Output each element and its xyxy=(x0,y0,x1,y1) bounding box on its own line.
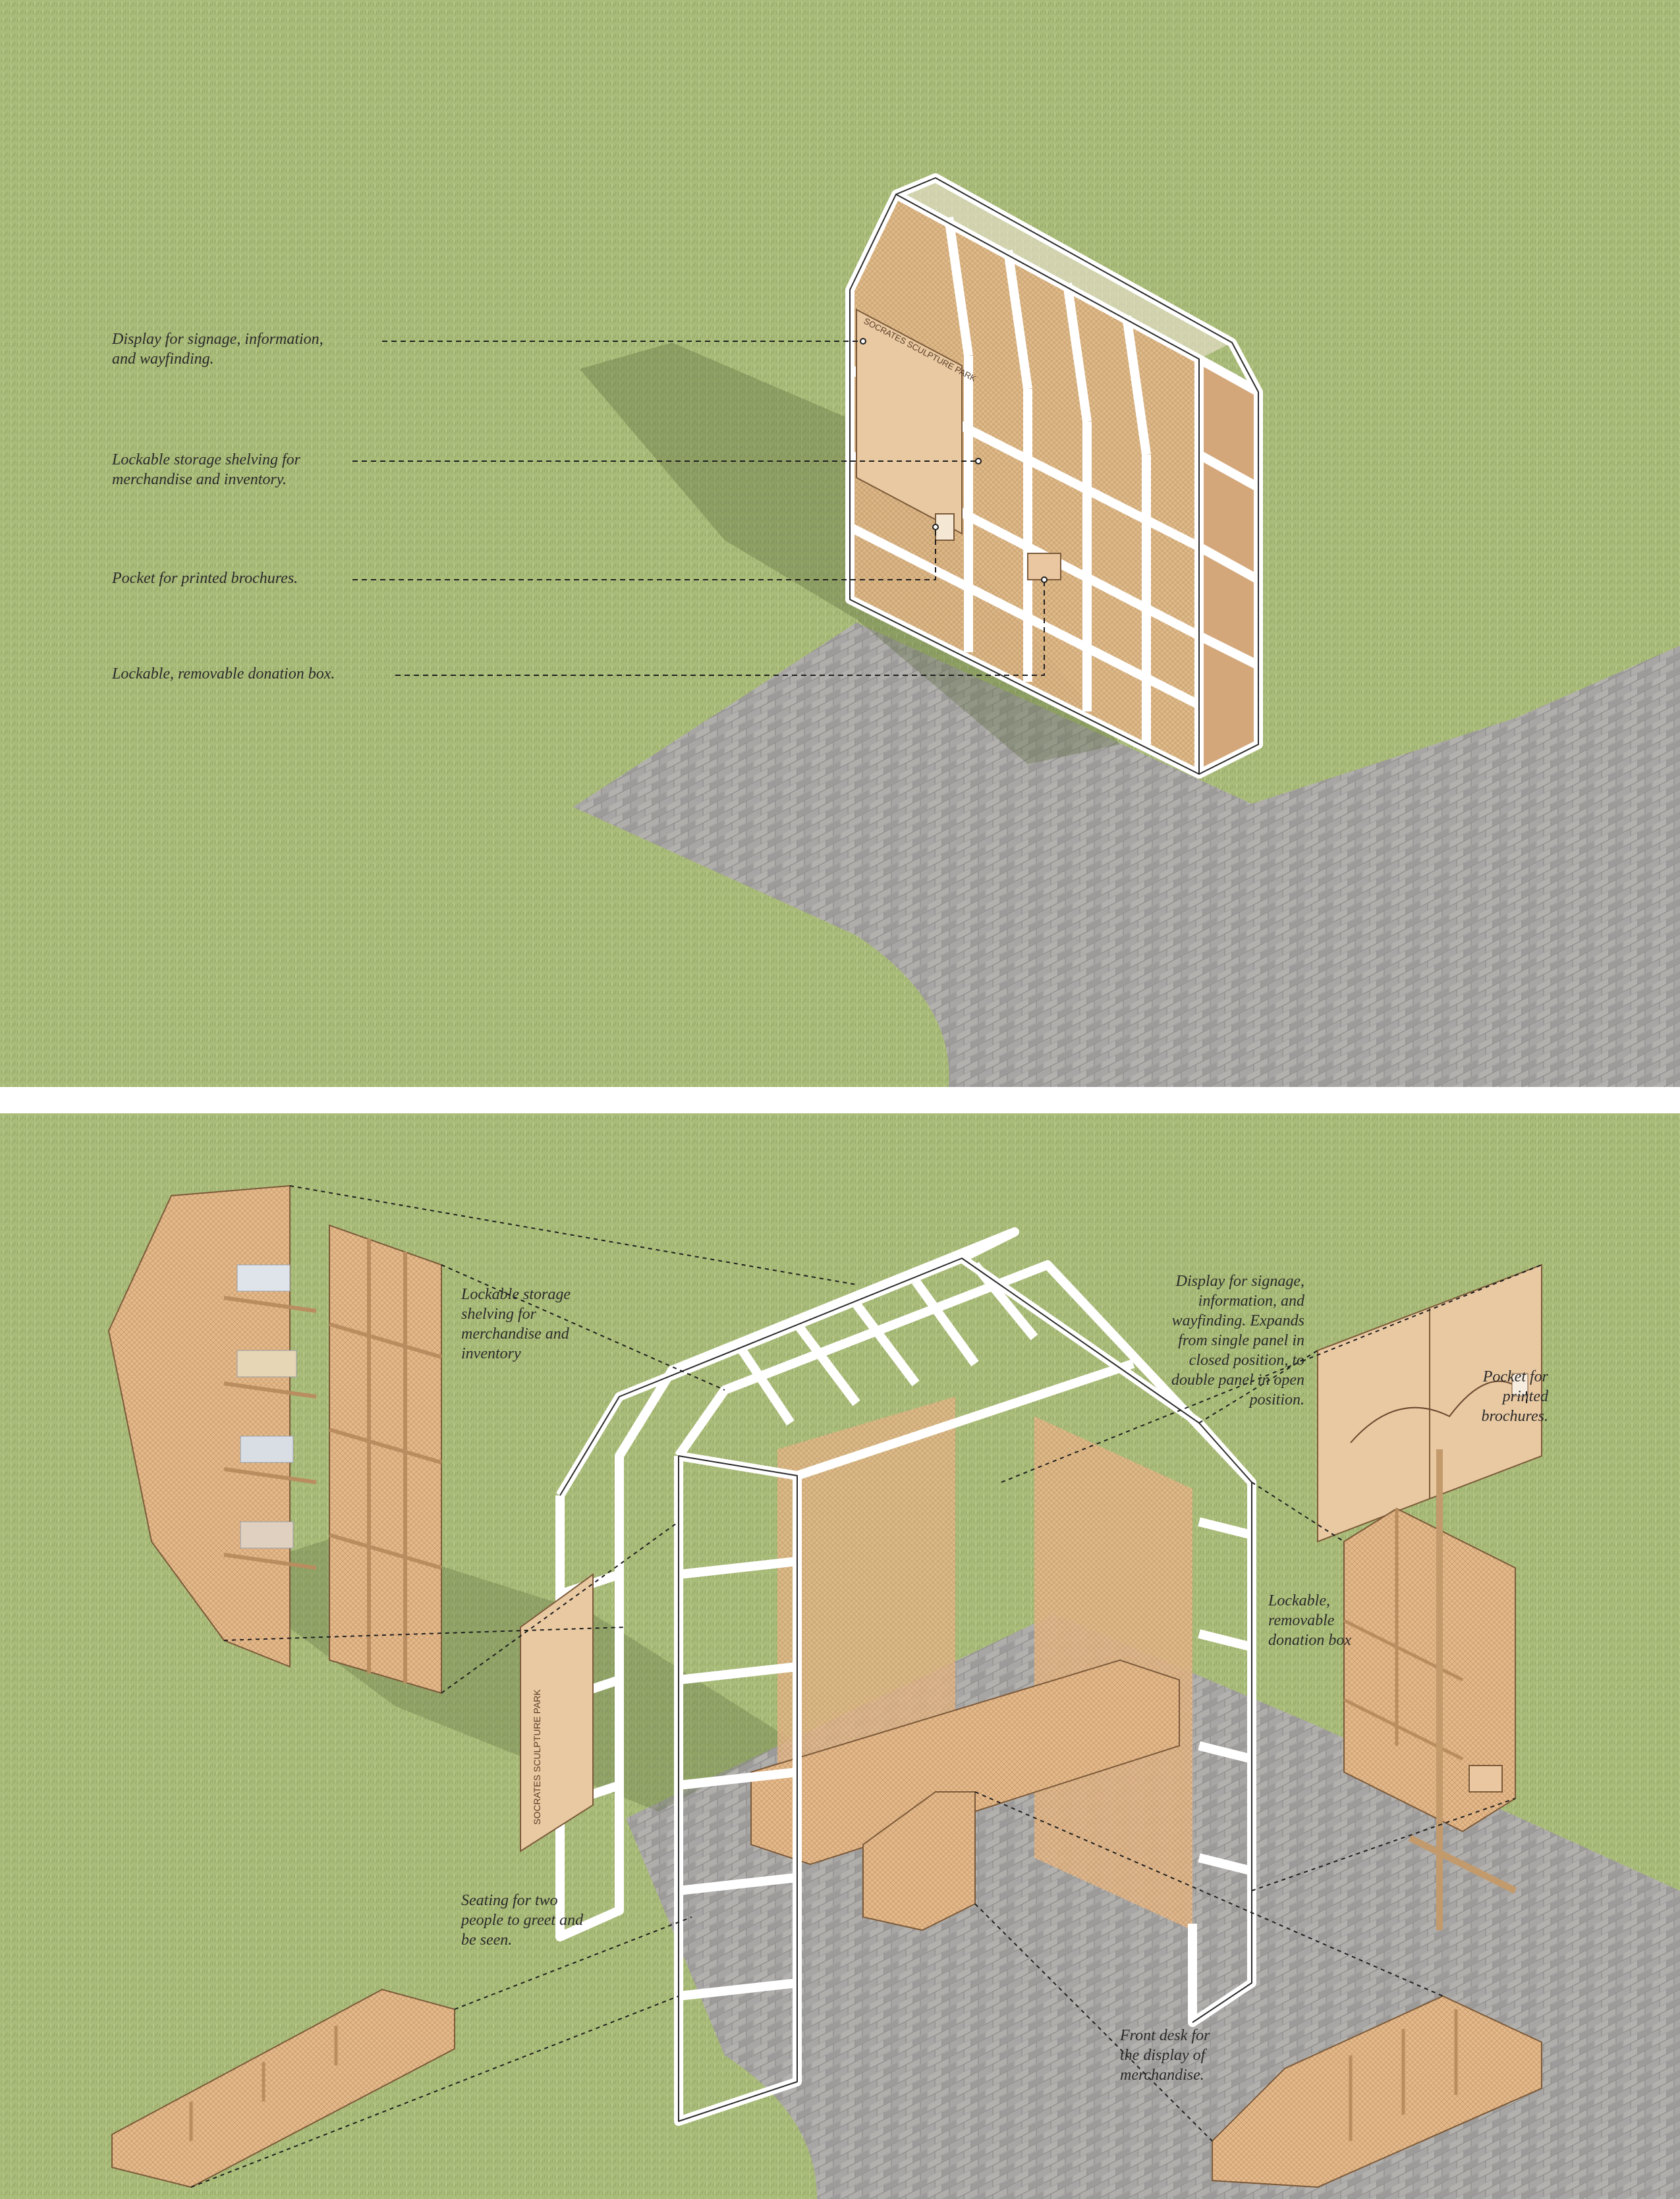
kiosk-roof-slope xyxy=(896,178,1232,359)
top-panel-axonometric: SOCRATES SCULPTURE PARK xyxy=(0,0,1680,1087)
kiosk-sign-panel xyxy=(856,308,963,535)
leader-signage-dot xyxy=(860,338,866,345)
label-donation-bottom: Lockable, removable donation box xyxy=(1268,1592,1351,1649)
sign-panel-left-text: SOCRATES SCULPTURE PARK xyxy=(532,1689,542,1825)
leader-donation xyxy=(395,580,1045,676)
leader-donation-dot xyxy=(1041,576,1048,583)
donation-cabinet-exploded xyxy=(1343,1449,1517,1930)
sign-panel-left xyxy=(520,1573,594,1852)
seating-exploded xyxy=(111,1988,455,2188)
sign-map-panel-exploded xyxy=(1317,1264,1542,1543)
bottom-panel-exploded-axonometric: SOCRATES SCULPTURE PARK xyxy=(0,1113,1680,2199)
pavement-area xyxy=(573,623,1680,1087)
label-desk-bottom: Front desk for the display of merchandis… xyxy=(1120,2027,1210,2084)
label-signage-bottom: Display for signage, information, and wa… xyxy=(1171,1273,1304,1408)
leader-pocket-dot xyxy=(932,524,939,530)
panel-divider xyxy=(0,1087,1680,1113)
label-donation-top: Lockable, removable donation box. xyxy=(112,665,335,682)
label-seating-bottom: Seating for two people to greet and be s… xyxy=(461,1892,584,1949)
label-pocket-bottom: Pocket for printed brochures. xyxy=(1481,1368,1548,1425)
label-signage-top: Display for signage, information, and wa… xyxy=(112,331,323,368)
leader-storage-dot xyxy=(975,458,982,464)
merchandise-stacks xyxy=(237,1264,297,1549)
donation-box xyxy=(1027,553,1061,580)
label-storage-bottom: Lockable storage shelving for merchandis… xyxy=(461,1286,571,1362)
donation-box-exploded xyxy=(1469,1765,1503,1793)
seating-bench xyxy=(750,1659,1180,1866)
leader-pocket xyxy=(352,527,936,580)
brochure-pocket-exploded xyxy=(1511,1373,1528,1397)
kiosk-structure: SOCRATES SCULPTURE PARK xyxy=(845,173,1263,779)
label-storage-top: Lockable storage shelving for merchandis… xyxy=(112,451,300,488)
kiosk-frame-exploded xyxy=(555,1227,1256,2126)
label-pocket-top: Pocket for printed brochures. xyxy=(112,570,298,587)
desk-exploded xyxy=(1212,1995,1542,2188)
